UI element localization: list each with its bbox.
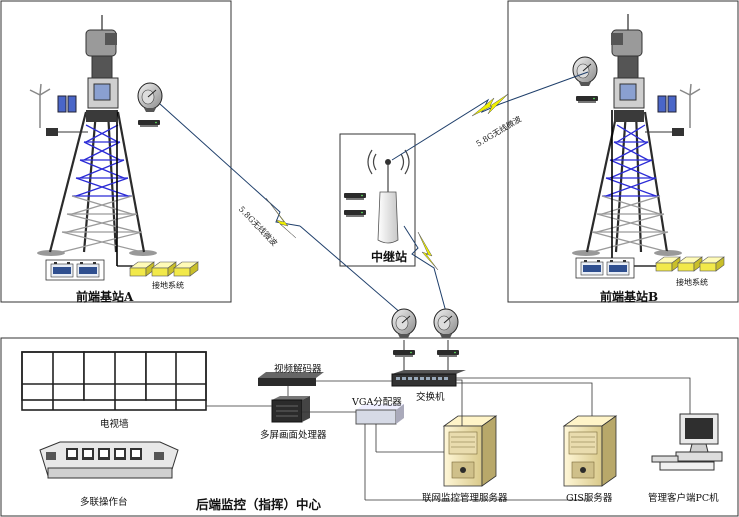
relay-title: 中继站 (371, 250, 408, 264)
center-wiring (206, 377, 691, 501)
station-a-ground-label: 接地系统 (152, 281, 184, 290)
station-b-title: 前端基站B (600, 290, 659, 304)
relay-frame (339, 133, 416, 267)
tower-a (29, 15, 199, 281)
decoder-label: 视频解码器 (274, 364, 322, 375)
center-frame (0, 337, 739, 517)
gis-server-label: GIS服务器 (566, 493, 613, 504)
switch-label: 交换机 (416, 392, 445, 403)
relay-station (344, 149, 410, 244)
processor-device (271, 396, 310, 423)
processor-label: 多屏画面处理器 (260, 430, 327, 441)
client-pc (651, 413, 723, 471)
video-wall (21, 351, 207, 411)
mgmt-server-label: 联网监控管理服务器 (422, 493, 508, 504)
station-a-title: 前端基站A (76, 290, 134, 304)
switch-device (391, 370, 466, 387)
station-a-frame (0, 0, 232, 303)
decoder-device (258, 372, 324, 386)
video-wall-label: 电视墙 (100, 419, 129, 430)
vga-splitter-label: VGA分配器 (352, 397, 402, 408)
tower-b (572, 14, 725, 279)
wireless-links (159, 71, 589, 315)
operator-console (39, 441, 179, 479)
vga-splitter-device (355, 404, 404, 425)
station-b-ground-label: 接地系统 (676, 278, 708, 287)
center-title: 后端监控（指挥）中心 (196, 497, 322, 512)
client-pc-label: 管理客户端PC机 (648, 493, 719, 504)
station-b-frame (507, 0, 739, 303)
lightning-marks (265, 93, 509, 271)
console-label: 多联操作台 (80, 497, 128, 508)
